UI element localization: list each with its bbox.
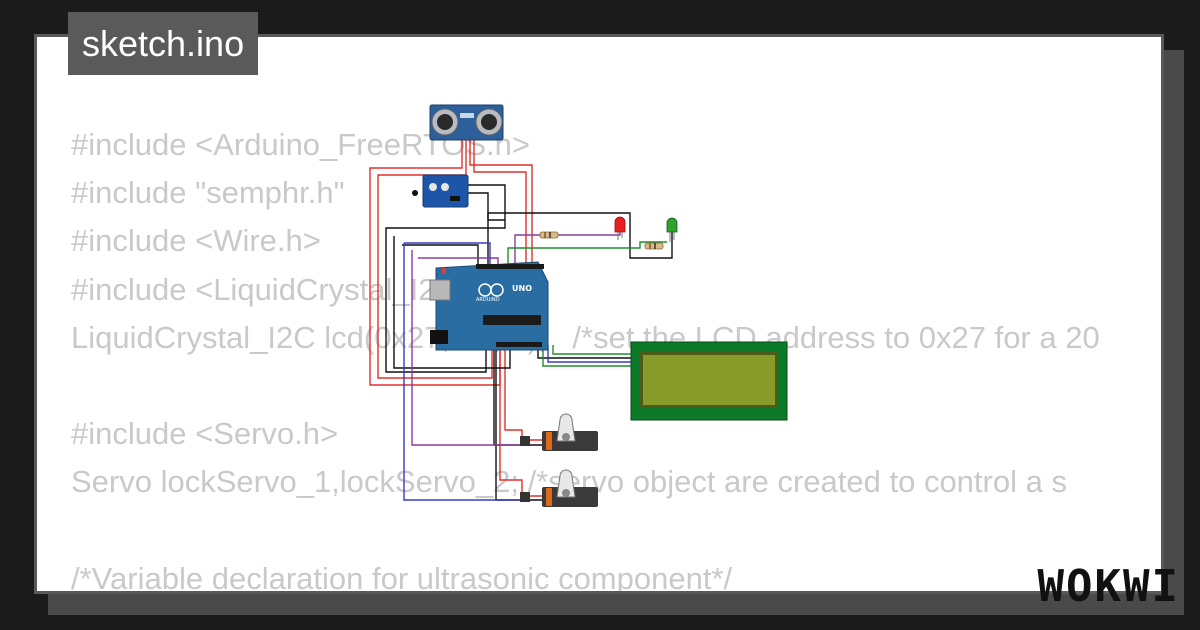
wokwi-logo: WOKWI	[1037, 561, 1180, 612]
wire-green	[552, 345, 632, 355]
wire-blue	[403, 243, 522, 501]
ultrasonic-sensor[interactable]	[429, 104, 504, 141]
sensor-module[interactable]	[412, 174, 469, 208]
wire-blue	[404, 242, 491, 265]
wire-black	[385, 184, 506, 373]
resistor[interactable]	[644, 242, 664, 250]
code-line: #include <Wire.h>	[71, 223, 321, 259]
board-brand-label: ARDUINO	[476, 297, 500, 303]
wire-black	[402, 244, 479, 265]
code-line: #include <Servo.h>	[71, 416, 339, 452]
resistor[interactable]	[539, 231, 559, 239]
wire-purple	[411, 250, 522, 446]
wire-green	[542, 345, 632, 367]
wire-black	[393, 236, 511, 369]
arduino-uno[interactable]: UNO ARDUINO	[429, 261, 549, 351]
led-green[interactable]	[666, 217, 678, 242]
wire-blue	[547, 345, 632, 363]
servo-1[interactable]	[520, 413, 598, 451]
servo-2[interactable]	[520, 469, 598, 507]
wire-purple	[514, 228, 621, 265]
lcd-display[interactable]	[630, 341, 788, 421]
wire-black	[487, 212, 673, 265]
wire-red	[377, 140, 493, 379]
file-name-tab: sketch.ino	[68, 12, 259, 75]
code-line: #include "semphr.h"	[71, 175, 345, 211]
wire-purple	[418, 257, 499, 265]
wire-red	[469, 140, 533, 265]
code-line: Servo lockServo_1,lockServo_2; /*servo o…	[71, 464, 1067, 500]
wire-black	[537, 345, 632, 359]
wire-green	[507, 241, 667, 265]
code-line: /*Variable declaration for ultrasonic co…	[71, 560, 733, 594]
wire-red	[473, 140, 527, 265]
led-red[interactable]	[614, 216, 626, 240]
board-model-label: UNO	[512, 284, 532, 293]
wire-black	[468, 192, 505, 221]
